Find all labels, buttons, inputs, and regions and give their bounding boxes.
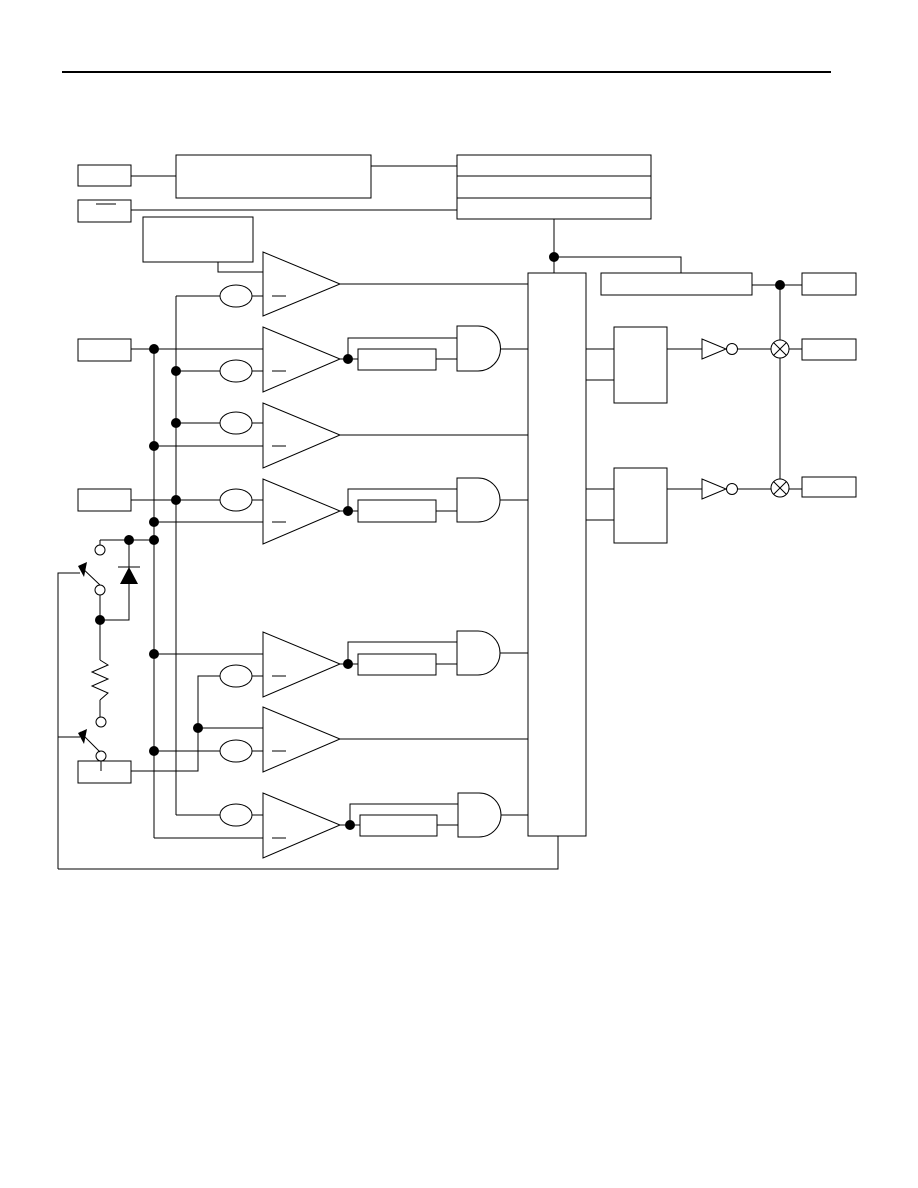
comparator-3 bbox=[219, 402, 342, 469]
junction-dot bbox=[549, 252, 559, 262]
and-gate-icon bbox=[456, 477, 501, 523]
control-logic-block bbox=[527, 272, 587, 837]
hysteresis-icon bbox=[219, 284, 253, 308]
comparator-7 bbox=[219, 792, 342, 859]
pin-box-right-1 bbox=[801, 272, 857, 296]
resistor-icon bbox=[90, 659, 110, 701]
register-block-row-2 bbox=[456, 175, 652, 199]
delay-and-chain-1 bbox=[340, 325, 528, 372]
pin-box-left-1 bbox=[77, 338, 132, 362]
switch-icon bbox=[78, 716, 107, 762]
delay-block bbox=[359, 814, 438, 837]
reference-block bbox=[142, 216, 254, 263]
lamp-icon bbox=[770, 339, 790, 359]
pin-box-left-2 bbox=[77, 488, 132, 512]
delay-and-chain-2 bbox=[340, 477, 528, 523]
junction-dot bbox=[775, 280, 785, 290]
pin-box-1 bbox=[77, 164, 132, 187]
comparator-2 bbox=[219, 326, 342, 393]
pin-box-right-2 bbox=[801, 338, 857, 361]
comparator-1 bbox=[219, 251, 342, 317]
pin-box-right-3 bbox=[801, 476, 857, 498]
wire-top bbox=[131, 165, 682, 273]
hysteresis-icon bbox=[219, 664, 253, 688]
wire-comparator-direct bbox=[340, 283, 528, 740]
switch-icon bbox=[78, 544, 106, 596]
driver-block-2 bbox=[613, 467, 668, 544]
lamp-icon bbox=[770, 478, 790, 498]
top-block bbox=[175, 154, 372, 199]
junction-dots-left bbox=[95, 344, 203, 756]
delay-and-chain-4 bbox=[340, 792, 528, 838]
delay-block bbox=[357, 348, 437, 371]
hysteresis-icon bbox=[219, 411, 253, 435]
delay-block bbox=[357, 499, 437, 523]
and-gate-icon bbox=[457, 792, 502, 838]
inverter-icon bbox=[701, 338, 738, 360]
pin-box-left-3 bbox=[77, 760, 132, 784]
register-block-row-1 bbox=[456, 154, 652, 177]
comparator-4 bbox=[219, 478, 342, 545]
inverter-icon bbox=[701, 478, 738, 500]
and-gate-icon bbox=[456, 630, 501, 676]
output-bar-block bbox=[600, 272, 753, 296]
and-gate-icon bbox=[456, 325, 501, 372]
hysteresis-icon bbox=[219, 488, 253, 512]
pin-box-2 bbox=[77, 199, 132, 223]
delay-block bbox=[357, 653, 437, 676]
comparator-5 bbox=[219, 631, 342, 698]
register-block-row-3 bbox=[456, 197, 652, 220]
diode-icon bbox=[118, 566, 140, 584]
driver-block-1 bbox=[613, 326, 668, 404]
comparator-6 bbox=[219, 706, 342, 773]
hysteresis-icon bbox=[219, 359, 253, 383]
hysteresis-icon bbox=[219, 739, 253, 763]
delay-and-chain-3 bbox=[340, 630, 528, 676]
hysteresis-icon bbox=[219, 803, 253, 827]
